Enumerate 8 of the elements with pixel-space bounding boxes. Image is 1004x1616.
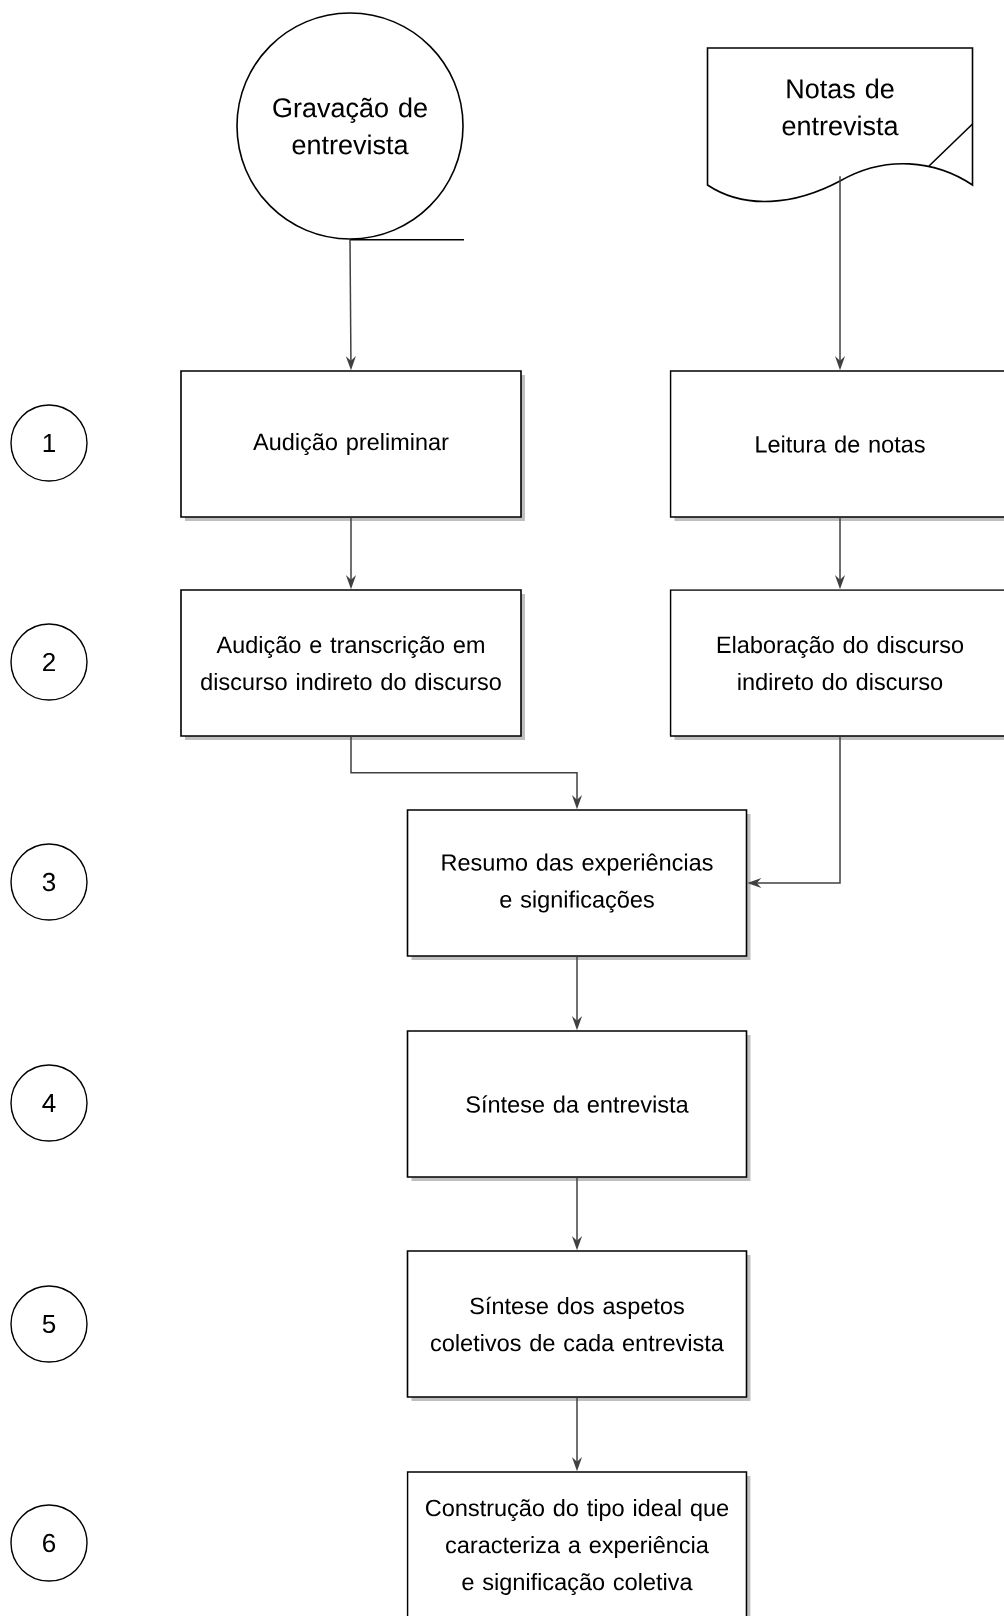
process-box: Audição e transcrição em discurso indireto do discurso <box>180 589 525 740</box>
process-box: Elaboração do discurso indireto do discurso <box>669 589 1004 740</box>
process-box: Síntese dos aspetos coletivos de cada entrevista <box>406 1250 751 1401</box>
process-box: Leitura de notas <box>669 370 1004 521</box>
process-box: Síntese da entrevista <box>406 1030 751 1181</box>
process-box: Construção do tipo ideal que caracteriza a experiência e significação coletiva <box>406 1471 751 1616</box>
process-box: Resumo das experiências e significações <box>406 809 751 960</box>
process-box: Audição preliminar <box>180 370 525 521</box>
